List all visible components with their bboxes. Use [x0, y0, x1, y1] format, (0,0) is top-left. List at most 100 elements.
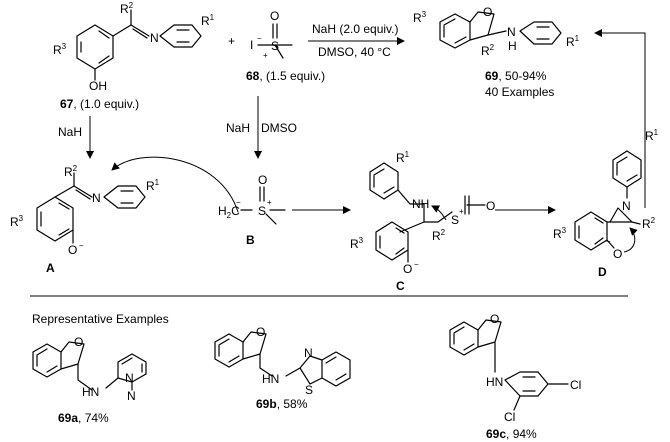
69b-n-label: N: [304, 346, 313, 360]
product-o-label: O: [483, 5, 492, 19]
C-r2-label: R: [432, 229, 441, 243]
D-r3-label: R: [553, 227, 562, 241]
example-69a-yield: , 74%: [78, 411, 109, 425]
nucleophilic-attack-arrow: [111, 156, 239, 213]
product-n-label: N: [507, 25, 516, 39]
example-69c-label: 69c: [486, 427, 506, 441]
r2-label: R: [120, 2, 129, 16]
D-o-charge: −: [606, 237, 611, 246]
compound-67-amount: , (1.0 equiv.): [73, 97, 139, 111]
product-r3-label: R: [413, 11, 422, 25]
A-r3-sup: 3: [19, 214, 24, 223]
product-r3-sup: 3: [422, 10, 427, 19]
A-r2-sup: 2: [73, 164, 78, 173]
product-r1-sup: 1: [575, 34, 580, 43]
B-s-charge: +: [267, 198, 272, 207]
69a-o-label: O: [74, 335, 83, 349]
conditions-label: DMSO, 40 °C: [318, 45, 391, 59]
C-o-minus-label: O: [403, 262, 412, 276]
svg-text:69c, 94%: 69c, 94%: [486, 427, 537, 441]
B-h2c-label: H: [218, 204, 227, 218]
A-o-label: O: [68, 243, 77, 257]
A-r2-label: R: [64, 165, 73, 179]
D-r2-sup: 2: [651, 216, 656, 225]
svg-text:69, 50-94%: 69, 50-94%: [485, 69, 547, 83]
imine-n-label: N: [150, 31, 159, 45]
intermediate-B-structure: [240, 186, 286, 225]
svg-text:R3: R3: [350, 236, 364, 251]
C-o-label: O: [486, 199, 495, 213]
compound-67-structure: [76, 9, 202, 81]
plus-sign: +: [228, 34, 235, 48]
svg-text:R2: R2: [642, 216, 656, 231]
svg-text:R1: R1: [396, 150, 410, 165]
C-r1-label: R: [396, 151, 405, 165]
69c-hn-label: HN: [486, 375, 503, 389]
reagent-nah-label: NaH (2.0 equiv.): [312, 22, 398, 36]
example-69a-label: 69a: [58, 411, 78, 425]
svg-text:R3: R3: [10, 214, 24, 229]
example-69c-yield: , 94%: [506, 427, 537, 441]
svg-text:R1: R1: [146, 178, 160, 193]
svg-text:R3: R3: [53, 42, 67, 57]
svg-text:R1: R1: [201, 13, 215, 28]
D-n-label: N: [622, 199, 631, 213]
intermediate-D-label: D: [598, 265, 607, 279]
examples-title: Representative Examples: [32, 312, 169, 326]
intermediate-A-label: A: [46, 261, 55, 275]
r3-sup: 3: [62, 42, 67, 51]
69a-hn-label: HN: [82, 385, 99, 399]
69b-o-label: O: [256, 325, 265, 339]
example-69c-structure: [449, 319, 569, 411]
B-carbanion-charge: −: [236, 198, 241, 207]
example-69b-yield: , 58%: [277, 397, 308, 411]
compound-68-amount: , (1.5 equiv.): [259, 69, 325, 83]
C-r3-sup: 3: [359, 236, 364, 245]
examples-count-label: 40 Examples: [485, 85, 554, 99]
D-ring-closure-arrow: [623, 227, 638, 253]
A-r1-sup: 1: [155, 178, 160, 187]
C-r3-label: R: [350, 237, 359, 251]
compound-69-structure: [439, 11, 562, 49]
example-69b-label: 69b: [256, 397, 277, 411]
r3-label: R: [53, 43, 62, 57]
intermediate-C-structure: [369, 162, 486, 263]
C-electron-arrow: [431, 205, 447, 221]
69a-n2-label: N: [127, 389, 136, 403]
intermediate-D-structure: [574, 150, 642, 251]
product-r2-sup: 2: [490, 43, 495, 52]
B-o-label: O: [258, 173, 267, 187]
oh-label: OH: [89, 79, 107, 93]
svg-text:68, (1.5 equiv.): 68, (1.5 equiv.): [246, 69, 325, 83]
intermediate-A-structure: [36, 172, 146, 244]
product-r1-label: R: [566, 35, 575, 49]
product-h-label: H: [508, 39, 517, 53]
D-r3-sup: 3: [562, 226, 567, 235]
svg-text:R2: R2: [432, 228, 446, 243]
D-r1-label: R: [645, 129, 654, 143]
product-r2-label: R: [481, 44, 490, 58]
svg-text:R3: R3: [413, 10, 427, 25]
compound-68-label: 68: [246, 69, 260, 83]
69c-o-label: O: [490, 312, 499, 326]
nah-right-label: NaH: [226, 121, 250, 135]
r1-label: R: [201, 14, 210, 28]
sulfonium-s-label: S: [271, 39, 279, 53]
svg-text:H2C: H2C: [218, 204, 240, 220]
compound-69-yield: , 50-94%: [498, 69, 546, 83]
D-o-label: O: [613, 247, 622, 261]
example-69b-structure: [214, 331, 351, 387]
svg-text:R2: R2: [64, 164, 78, 179]
dmso-label: DMSO: [261, 121, 297, 135]
arrow-D-to-69: [594, 29, 646, 208]
svg-text:69b, 58%: 69b, 58%: [256, 397, 308, 411]
69b-s-label: S: [305, 383, 313, 397]
A-o-charge: −: [79, 241, 84, 250]
69b-hn-label: HN: [262, 372, 279, 386]
svg-text:69a, 74%: 69a, 74%: [58, 411, 109, 425]
svg-text:R2: R2: [481, 43, 495, 58]
iodide-charge: −: [257, 34, 262, 43]
compound-68-structure: [257, 23, 293, 59]
r2-sup: 2: [129, 1, 134, 10]
example-69a-structure: [32, 341, 147, 391]
